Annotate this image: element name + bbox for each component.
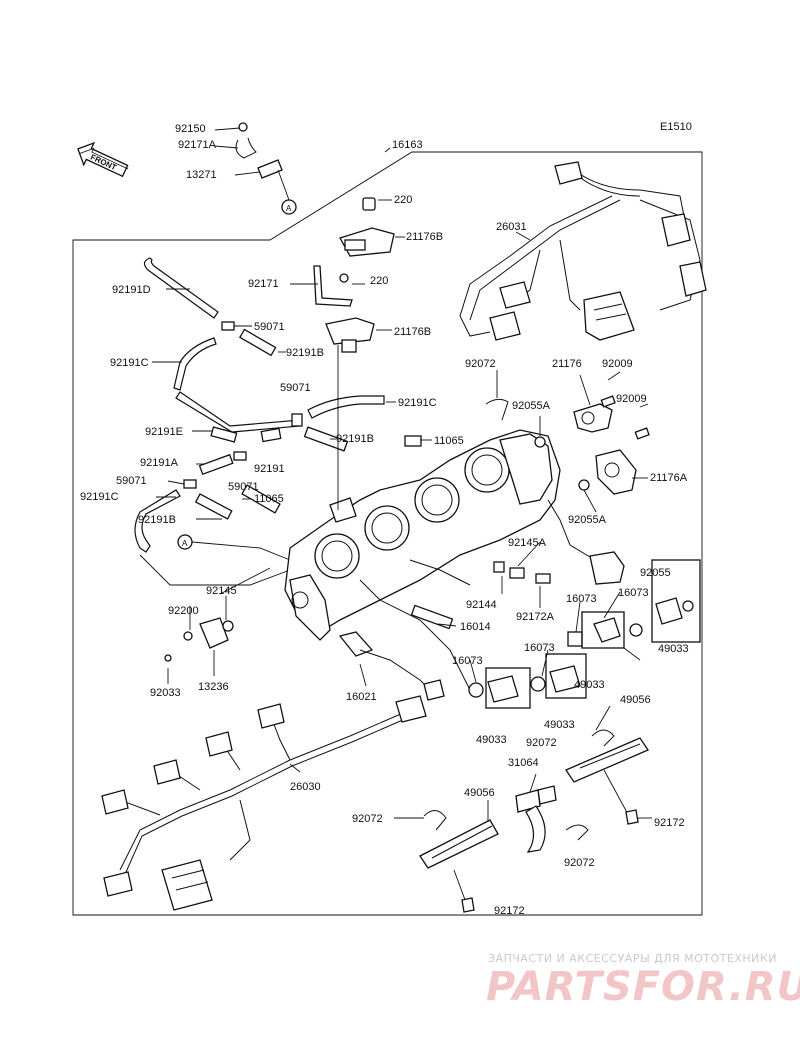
part-number-label: 92191B <box>336 433 374 445</box>
part-number-label: 59071 <box>228 481 259 493</box>
part-number-label: 92191A <box>140 457 179 469</box>
part-number-label: 92191E <box>145 426 183 438</box>
throttle-sensors <box>485 370 650 513</box>
map-sensor-lower <box>290 265 392 353</box>
watermark-brand: PARTSFOR.RU <box>486 964 800 1010</box>
part-number-label: 92072 <box>352 813 383 825</box>
part-number-label: 49056 <box>620 694 651 706</box>
part-number-label: 49056 <box>464 787 495 799</box>
part-number-label: 26031 <box>496 221 527 233</box>
part-number-label: 16014 <box>460 621 491 633</box>
map-sensor-upper <box>339 197 405 257</box>
fuel-delivery-pipes <box>394 705 652 913</box>
part-number-label: 220 <box>370 275 388 287</box>
part-number-label: 92171A <box>178 139 217 151</box>
part-number-label: 92191D <box>112 284 151 296</box>
part-number-label: 92200 <box>168 605 199 617</box>
ref-circle-top <box>281 199 297 215</box>
part-number-labels: 9215092171A132711616322021176B2603192191… <box>80 123 689 917</box>
part-number-label: 59071 <box>254 321 285 333</box>
part-number-label: 16073 <box>618 587 649 599</box>
ref-a-top: A <box>286 204 292 213</box>
part-number-label: 92144 <box>466 599 497 611</box>
part-number-label: 92171 <box>248 278 279 290</box>
part-number-label: 92191C <box>398 397 437 409</box>
watermark-caption: ЗАПЧАСТИ И АКСЕССУАРЫ ДЛЯ МОТОТЕХНИКИ <box>488 952 777 965</box>
part-number-label: 31064 <box>508 757 539 769</box>
part-number-label: 21176B <box>406 231 443 243</box>
part-number-label: 16073 <box>524 642 555 654</box>
part-number-label: 92191B <box>286 347 324 359</box>
front-arrow-icon: FRONT <box>77 141 129 178</box>
vacuum-hoses <box>134 257 432 553</box>
fast-idle-parts <box>164 596 445 701</box>
part-number-label: 92172A <box>516 611 555 623</box>
tps-harness <box>547 499 625 585</box>
part-number-label: 92009 <box>602 358 633 370</box>
part-number-label: 92072 <box>465 358 496 370</box>
part-number-label: 11065 <box>254 493 284 505</box>
part-number-label: 16163 <box>392 139 423 151</box>
assembly-frame <box>72 151 703 916</box>
part-number-label: 92055A <box>512 400 551 412</box>
part-number-label: 92191C <box>80 491 119 503</box>
part-number-label: 49033 <box>658 643 689 655</box>
part-number-label: 21176B <box>394 326 431 338</box>
part-number-label: 92055 <box>640 567 671 579</box>
part-number-label: 16021 <box>346 691 377 703</box>
part-number-label: 21176A <box>650 472 688 484</box>
injectors <box>410 541 701 709</box>
part-number-label: 92191C <box>110 357 149 369</box>
part-number-label: 21176 <box>552 358 582 370</box>
part-number-label: 26030 <box>290 781 321 793</box>
harness-26031 <box>459 161 707 341</box>
part-number-label: 49033 <box>544 719 575 731</box>
part-number-label: 92145A <box>508 537 547 549</box>
part-number-label: 92145 <box>206 585 237 597</box>
part-number-label: 92191B <box>138 514 176 526</box>
part-number-label: 92072 <box>526 737 557 749</box>
part-number-label: 16073 <box>566 593 597 605</box>
part-number-label: 59071 <box>116 475 147 487</box>
diagram-code: E1510 <box>660 121 692 133</box>
part-number-label: 92033 <box>150 687 181 699</box>
part-number-label: 92172 <box>494 905 525 917</box>
part-number-label: 92072 <box>564 857 595 869</box>
part-number-label: 13271 <box>186 169 217 181</box>
part-number-label: 92009 <box>616 393 647 405</box>
part-number-label: 49033 <box>574 679 605 691</box>
part-number-label: 16073 <box>452 655 483 667</box>
part-number-label: 13236 <box>198 681 229 693</box>
ref-a-mid: A <box>182 539 188 548</box>
part-number-label: 92191 <box>254 463 285 475</box>
part-number-label: 92055A <box>568 514 607 526</box>
throttle-body-assembly <box>284 429 561 691</box>
part-number-label: 220 <box>394 194 412 206</box>
clamp-bracket-group <box>214 122 290 201</box>
part-number-label: 49033 <box>476 734 507 746</box>
part-number-label: 92172 <box>654 817 685 829</box>
harness-26030 <box>101 695 427 911</box>
part-number-label: 59071 <box>280 382 311 394</box>
part-number-label: 11065 <box>434 435 464 447</box>
part-number-label: 92150 <box>175 123 206 135</box>
